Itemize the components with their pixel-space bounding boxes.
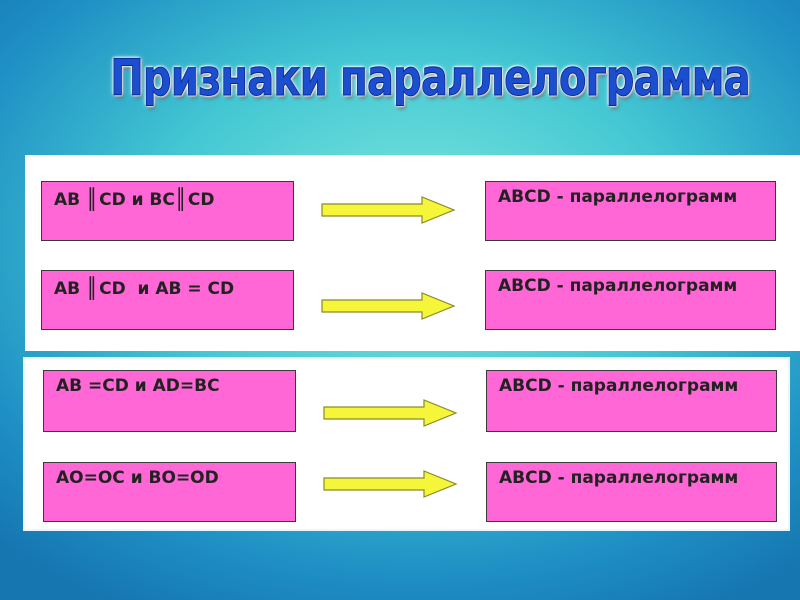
condition-box: AO=OC и BO=OD xyxy=(43,462,296,522)
right-arrow-icon xyxy=(323,470,458,498)
result-text: ABCD - параллелограмм xyxy=(498,276,738,296)
result-text: ABCD - параллелограмм xyxy=(499,376,739,396)
parallel-symbol: ║ xyxy=(86,187,100,211)
right-arrow-icon xyxy=(321,196,456,224)
condition-text: AB xyxy=(54,190,87,210)
condition-text: AB =CD и AD=BC xyxy=(56,376,220,396)
condition-text: AO=OC и BO=OD xyxy=(56,468,219,488)
condition-text: AB xyxy=(54,279,87,299)
parallel-symbol: ║ xyxy=(174,187,188,211)
result-box: ABCD - параллелограмм xyxy=(485,181,776,241)
result-text: ABCD - параллелограмм xyxy=(498,187,738,207)
result-box: ABCD - параллелограмм xyxy=(486,462,777,522)
result-text: ABCD - параллелограмм xyxy=(499,468,739,488)
condition-text: CD и BC xyxy=(99,190,175,210)
condition-box: AB ║CD и AB = CD xyxy=(41,270,294,330)
slide-title: Признаки параллелограмма xyxy=(110,49,751,108)
result-box: ABCD - параллелограмм xyxy=(485,270,776,330)
condition-box: AB ║CD и BC║CD xyxy=(41,181,294,241)
condition-text: CD xyxy=(187,190,215,210)
right-arrow-icon xyxy=(323,399,458,427)
parallel-symbol: ║ xyxy=(86,276,100,300)
right-arrow-icon xyxy=(321,292,456,320)
condition-text: CD и AB = CD xyxy=(99,279,235,299)
condition-box: AB =CD и AD=BC xyxy=(43,370,296,432)
result-box: ABCD - параллелограмм xyxy=(486,370,777,432)
